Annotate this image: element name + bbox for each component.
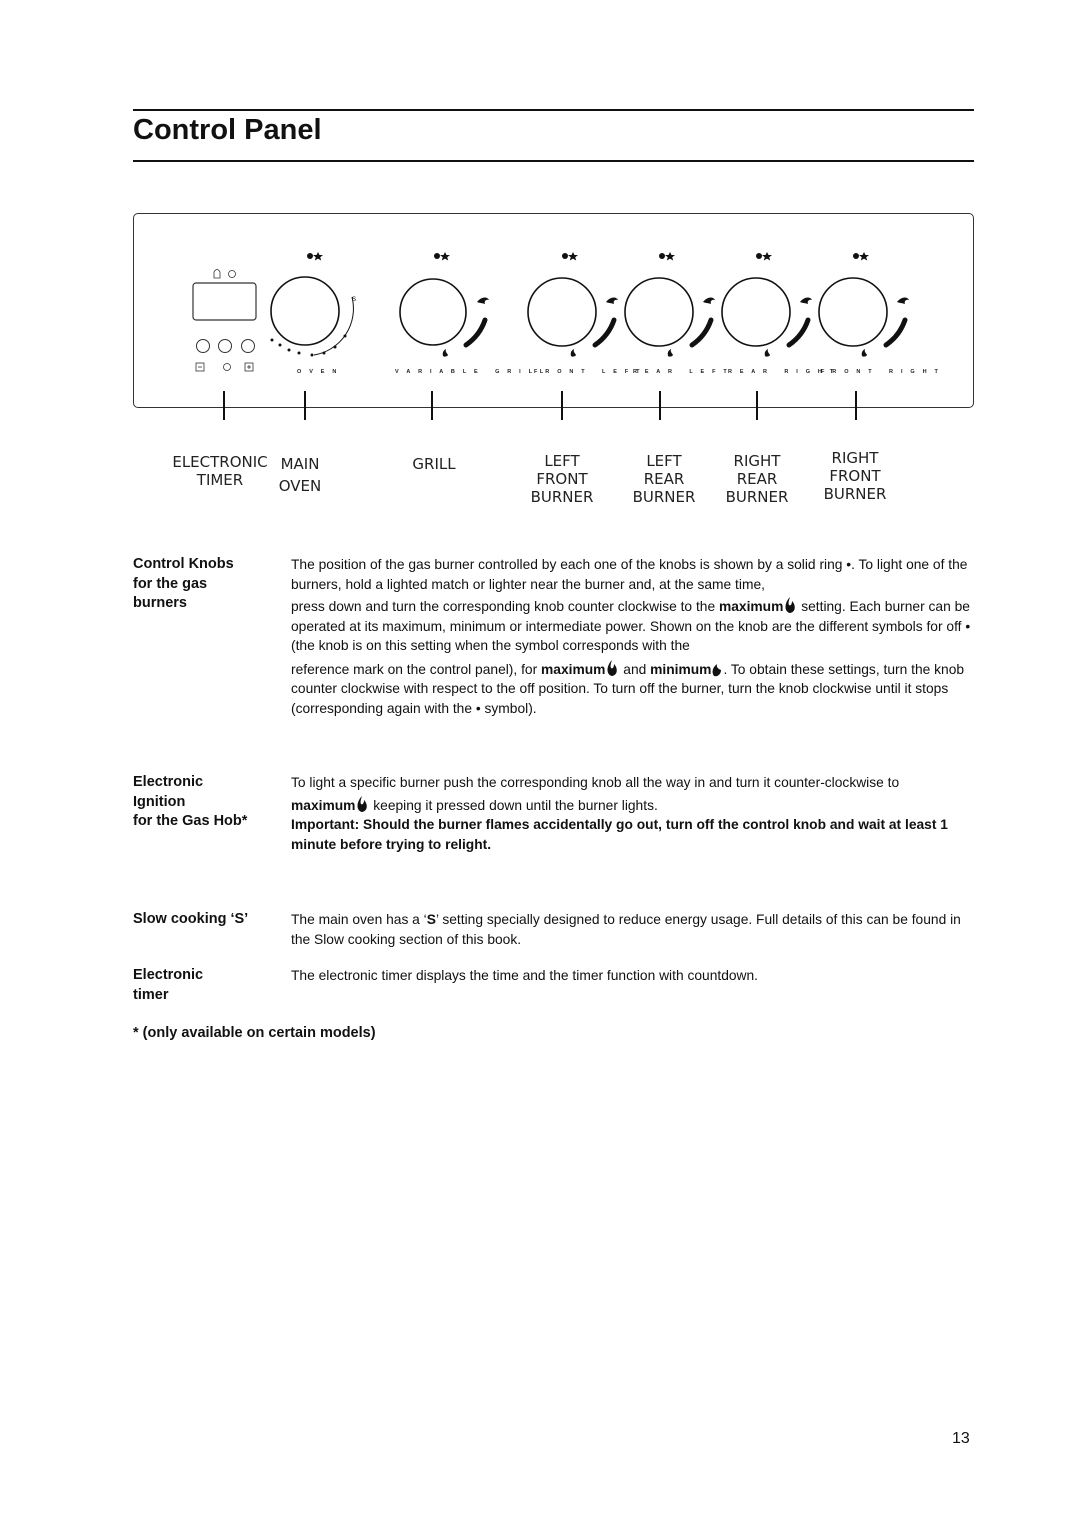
max-flame-icon <box>785 597 796 613</box>
knob-variable-grill[interactable] <box>399 252 489 357</box>
ignition-text: To light a specific burner push the corr… <box>291 775 948 852</box>
oven-scale-label: O V E N <box>297 369 340 375</box>
caption-grill: GRILL <box>412 455 456 473</box>
grill-scale-label: V A R I A B L E G R I L L <box>395 369 547 375</box>
timer-clock-icon <box>228 270 236 278</box>
rear-left-scale-label: R E A R L E F T <box>633 369 730 375</box>
control-knobs-text: The position of the gas burner controlle… <box>291 557 971 716</box>
electronic-timer-text: The electronic timer displays the time a… <box>291 968 759 983</box>
knob-rear-left[interactable] <box>624 252 715 357</box>
control-knobs-heading: Control Knobs for the gas burners <box>133 556 234 611</box>
bell-icon <box>213 269 221 279</box>
clock-icon <box>223 363 231 371</box>
knob-front-left[interactable] <box>527 252 618 357</box>
plus-icon <box>244 362 254 372</box>
min-flame-icon <box>713 663 722 676</box>
minus-icon <box>195 362 205 372</box>
control-panel-drawing: S <box>192 252 909 420</box>
max-flame-icon <box>357 795 368 812</box>
svg-text:S: S <box>352 297 356 303</box>
knob-front-right[interactable] <box>818 252 909 357</box>
page-title: Control Panel <box>133 114 322 146</box>
top-rule <box>133 109 974 111</box>
page-number: 13 <box>952 1430 970 1447</box>
rear-right-scale-label: R E A R R I G H T <box>728 369 837 375</box>
ignition-heading: Electronic Ignition for the Gas Hob* <box>133 774 248 829</box>
front-left-scale-label: F R O N T L E F T <box>534 369 643 375</box>
control-panel-diagram <box>133 213 974 408</box>
title-underline <box>133 160 974 162</box>
timer-buttons[interactable] <box>195 339 255 372</box>
footnote: * (only available on certain models) <box>133 1025 376 1041</box>
leader-lines <box>223 391 857 420</box>
slow-cooking-heading: Slow cooking ‘S’ <box>133 911 249 927</box>
knob-main-oven[interactable]: S <box>270 252 357 357</box>
knob-rear-right[interactable] <box>721 252 812 357</box>
front-right-scale-label: F R O N T R I G H T <box>821 369 942 375</box>
slow-cooking-text: The main oven has a ‘S’ setting speciall… <box>291 912 961 947</box>
electronic-timer-heading: Electronic timer <box>133 967 204 1003</box>
timer-display <box>192 269 257 321</box>
max-flame-icon <box>607 659 618 676</box>
